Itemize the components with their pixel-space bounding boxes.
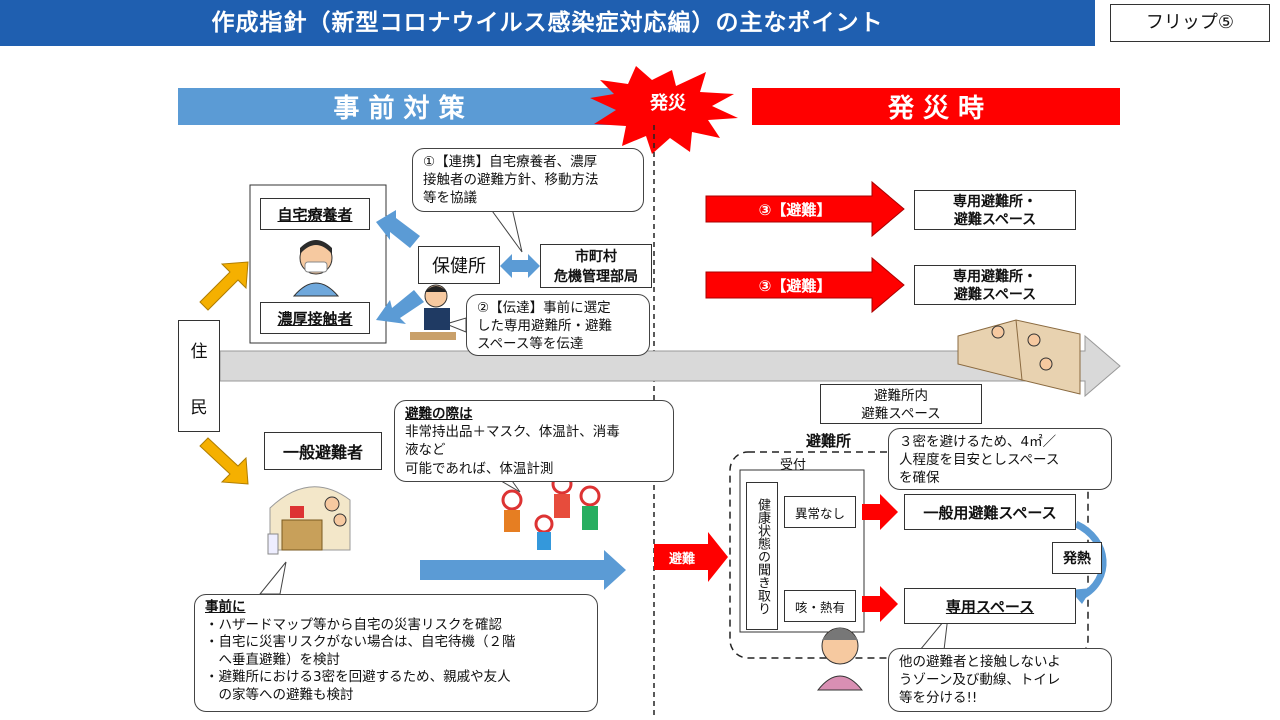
dedicated-2-line2: 避難スペース (953, 287, 1037, 303)
dedicated-1-line1: 専用避難所・ (953, 194, 1037, 210)
shelter-label: 避難所 (806, 432, 852, 450)
no-symptoms-box: 異常なし (784, 496, 856, 528)
fever-label: 発熱 (1052, 542, 1102, 574)
bubble-prior-heading: 事前に (205, 599, 246, 615)
dedicated-space-box: 専用スペース (904, 588, 1076, 624)
resident-box: 住 民 (178, 320, 220, 432)
dedicated-shelter-box-2: 専用避難所・ 避難スペース (914, 265, 1076, 305)
evacuating-people-icon (501, 473, 601, 550)
bubble-prior-line3: へ垂直避難）を検討 (205, 651, 340, 668)
bubble-space-line2: 人程度を目安としスペース (899, 452, 1060, 469)
evac-blue-arrow (420, 550, 626, 590)
health-center-box: 保健所 (418, 246, 500, 284)
before-phase-label: 事 前 対 策 (333, 94, 465, 124)
partition-shelter-icon (957, 319, 1081, 395)
bubble-coord-line3: 等を協議 (423, 190, 477, 207)
before-phase-bar (178, 88, 620, 125)
arrow-cough-fever (862, 586, 898, 622)
close-contact-box: 濃厚接触者 (260, 302, 370, 334)
bubble-evac-line3: 可能であれば、体温計測 (405, 460, 554, 477)
staff-phone-icon (410, 284, 456, 340)
shelter-inner-line1: 避難所内 (874, 388, 928, 404)
bubble-evac-line1: 非常持出品＋マスク、体温計、消毒 (405, 424, 620, 441)
bubble-evac-heading: 避難の際は (405, 406, 473, 422)
bubble-notify-line3: スペース等を伝達 (477, 336, 584, 353)
bubble-space-line3: を確保 (899, 470, 940, 487)
city-office-line1: 市町村 (575, 249, 617, 265)
bubble-space-guideline: ３密を避けるため、4㎡／ 人程度を目安としスペース を確保 (888, 428, 1112, 490)
family-home-icon (267, 486, 351, 555)
dedicated-1-line2: 避難スペース (953, 212, 1037, 228)
evac-small-arrow (654, 532, 728, 582)
bubble-evacuation-tips: 避難の際は 非常持出品＋マスク、体温計、消毒 液など 可能であれば、体温計測 (394, 400, 674, 482)
shelter-inner-space-box: 避難所内 避難スペース (820, 384, 982, 424)
sick-person-icon (816, 627, 864, 691)
after-phase-bar (752, 88, 1120, 125)
resident-flow-arrow (219, 334, 1121, 398)
after-phase-label: 発 災 時 (887, 94, 985, 124)
general-space-box: 一般用避難スペース (904, 494, 1076, 530)
disaster-label: 発災 (650, 93, 686, 114)
bubble-notify-line1: ②【伝達】事前に選定 (477, 300, 611, 316)
red-arrow-2 (705, 256, 905, 314)
bubble-prior-line2: ・自宅に災害リスクがない場合は、自宅待機（２階 (205, 634, 516, 651)
arrow-to-home-patient (376, 210, 420, 248)
yellow-arrow-up (199, 261, 249, 311)
shelter-inner-line2: 避難スペース (861, 406, 941, 422)
bubble-zone-separation: 他の避難者と接触しないよ うゾーン及び動線、トイレ 等を分ける!! (888, 648, 1112, 712)
cough-fever-box: 咳・熱有 (784, 590, 856, 622)
home-patient-box: 自宅療養者 (260, 198, 370, 230)
bubble-prior-line1: ・ハザードマップ等から自宅の災害リスクを確認 (205, 616, 502, 633)
reception-label: 受付 (780, 458, 807, 473)
red-arrow-1 (705, 180, 905, 238)
evac-arrow-1-label: ③【避難】 (758, 200, 832, 219)
bubble-prior-actions: 事前に ・ハザードマップ等から自宅の災害リスクを確認 ・自宅に災害リスクがない場… (194, 594, 598, 712)
resident-char-2: 民 (190, 397, 208, 418)
yellow-arrow-down (199, 437, 249, 485)
bubble-zone-line1: 他の避難者と接触しないよ (899, 654, 1061, 670)
flip-label: フリップ⑤ (1110, 4, 1270, 42)
bubble-prior-line4: ・避難所における3密を回避するため、親戚や友人 (205, 669, 511, 686)
bubble-prior-line5: の家等への避難も検討 (205, 686, 354, 703)
resident-char-1: 住 (190, 341, 208, 362)
bubble-zone-line2: うゾーン及び動線、トイレ (899, 672, 1061, 689)
arrow-health-city (500, 254, 540, 278)
bubble-space-line1: ３密を避けるため、4㎡／ (899, 434, 1057, 450)
city-office-line2: 危機管理部局 (554, 269, 638, 285)
page-title: 作成指針（新型コロナウイルス感染症対応編）の主なポイント (211, 10, 884, 36)
bubble-coord-line2: 接触者の避難方針、移動方法 (423, 172, 599, 189)
masked-person-icon (292, 240, 340, 297)
bubble-notify-line2: した専用避難所・避難 (477, 318, 612, 335)
bubble-evac-line2: 液など (405, 442, 446, 459)
disaster-burst-icon (590, 66, 738, 154)
bubble-coord-line1: ①【連携】自宅療養者、濃厚 (423, 154, 598, 170)
bubble-prior-tail (258, 561, 287, 595)
evac-small-label: 避難 (668, 551, 695, 567)
arrow-to-close-contact (376, 290, 424, 324)
general-evacuee-box: 一般避難者 (264, 432, 382, 470)
evac-arrow-2-label: ③【避難】 (758, 276, 832, 295)
bubble-notify: ②【伝達】事前に選定 した専用避難所・避難 スペース等を伝達 (466, 294, 650, 356)
title-bar (0, 0, 1095, 46)
dedicated-shelter-box-1: 専用避難所・ 避難スペース (914, 190, 1076, 230)
bubble-coordination: ①【連携】自宅療養者、濃厚 接触者の避難方針、移動方法 等を協議 (412, 148, 644, 212)
bubble-zone-line3: 等を分ける!! (899, 690, 978, 707)
dedicated-2-line1: 専用避難所・ (953, 269, 1037, 285)
city-office-box: 市町村 危機管理部局 (540, 244, 652, 288)
health-check-box: 健康状態の聞き取り (746, 482, 778, 630)
arrow-no-symptom (862, 494, 898, 530)
